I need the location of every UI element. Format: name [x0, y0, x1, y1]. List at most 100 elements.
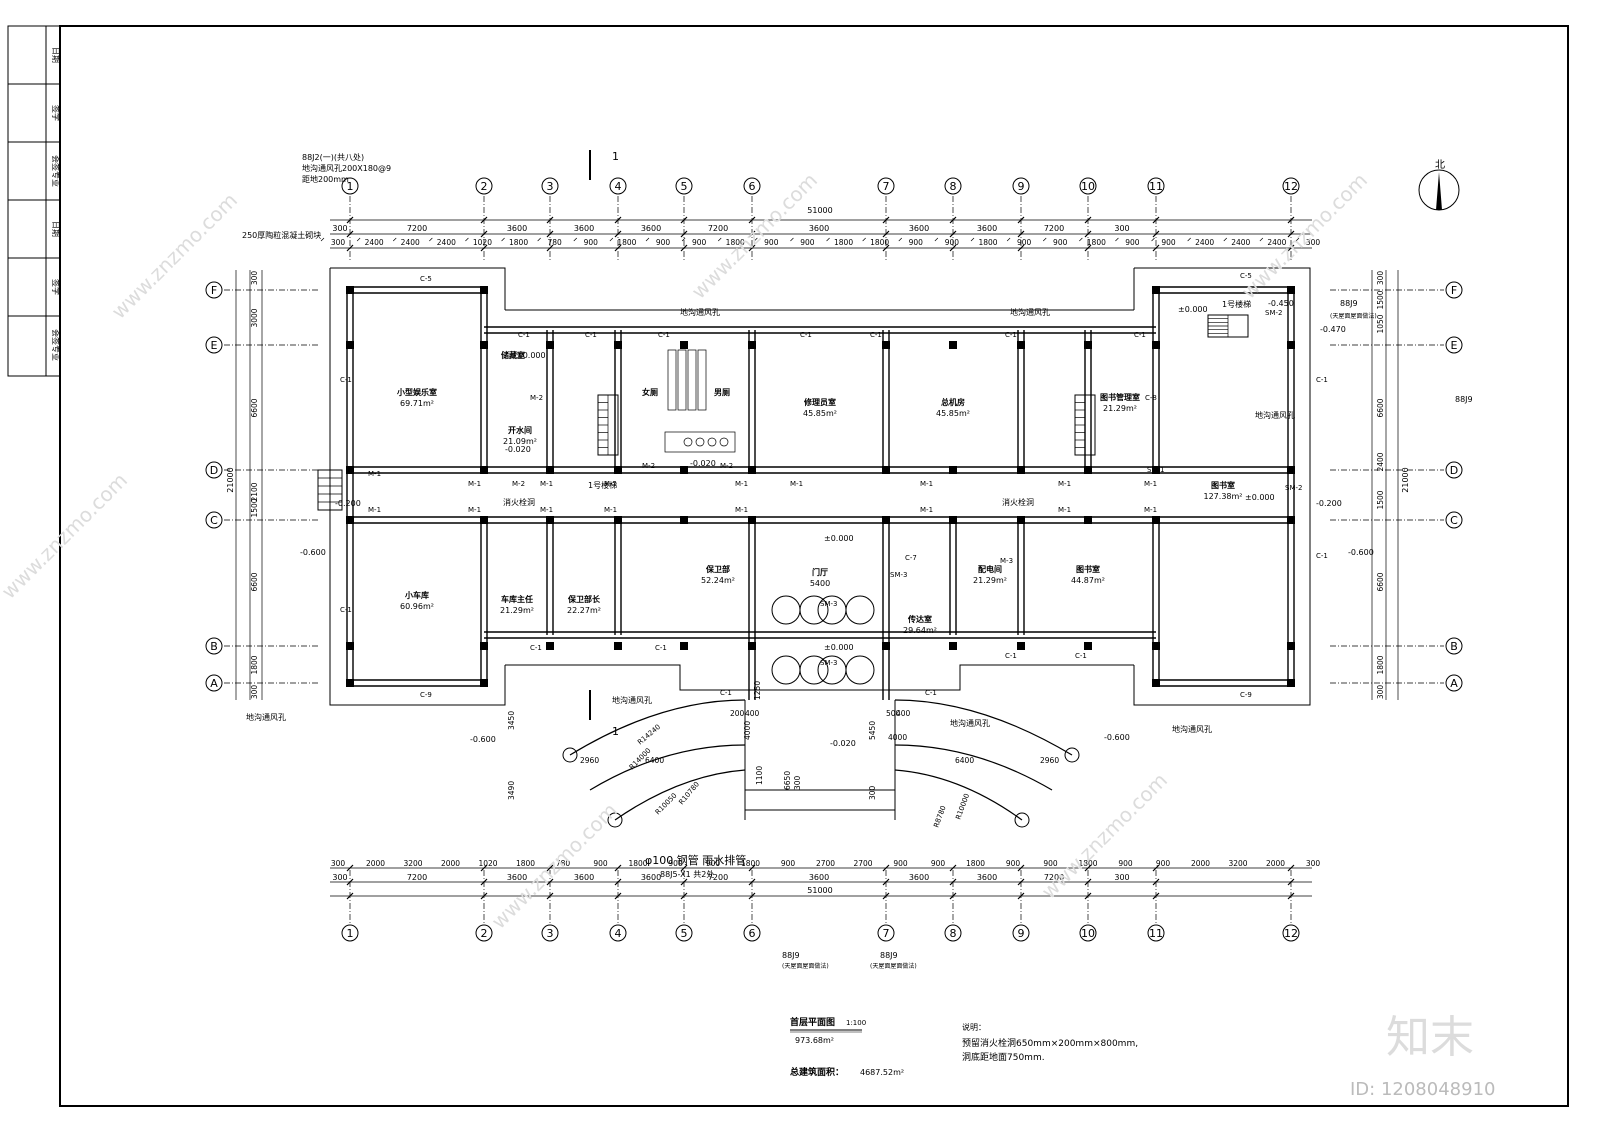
svg-text:男厕: 男厕 — [714, 388, 730, 397]
svg-text:配电间: 配电间 — [978, 564, 1002, 574]
front-dim: 400 — [745, 709, 760, 718]
door-window-tag: M-1 — [540, 506, 553, 514]
axis-bubble-col: 4 — [609, 924, 627, 942]
dim-top-sub: 1800 — [978, 238, 997, 247]
axis-bubble-row: F — [1445, 281, 1463, 299]
elev-label: -0.200 — [335, 499, 361, 508]
svg-text:6: 6 — [749, 180, 756, 193]
dim-bottom-seg: 300 — [1114, 873, 1129, 882]
ref-label: (天屋面屋面做法) — [782, 962, 829, 970]
door-window-tag: SM-3 — [890, 571, 907, 579]
door-window-tag: SM-2 — [1265, 309, 1282, 317]
dim-top-sub: 900 — [909, 238, 924, 247]
svg-text:2: 2 — [481, 180, 488, 193]
door-window-tag: M-1 — [604, 480, 617, 488]
svg-text:21.29m²: 21.29m² — [973, 576, 1007, 585]
door-window-tag: M-1 — [920, 480, 933, 488]
dim-bottom-sub: 1800 — [628, 859, 647, 868]
front-dim: 5450 — [868, 721, 877, 740]
dim-top-seg: 3600 — [809, 224, 829, 233]
dim-top-seg: 7200 — [1044, 224, 1064, 233]
front-dim: 200 — [730, 709, 745, 718]
dim-left: 300 — [250, 685, 259, 700]
elev-label: -0.450 — [1268, 299, 1294, 308]
dim-top-seg: 7200 — [708, 224, 728, 233]
annotations: 88J2(一)(共八处)地沟通风孔200X180@9距地200mm250厚陶粒混… — [242, 150, 1473, 970]
svg-text:5: 5 — [681, 180, 688, 193]
axis-bubble-row: E — [1445, 336, 1463, 354]
dim-top-sub: 900 — [945, 238, 960, 247]
dim-bottom-sub: 1800 — [966, 859, 985, 868]
svg-text:B: B — [210, 640, 218, 653]
dim-top-sub: 900 — [692, 238, 707, 247]
door-window-tag: M-2 — [642, 462, 655, 470]
svg-text:图书管理室: 图书管理室 — [1100, 392, 1140, 402]
dim-bottom-sub: 900 — [668, 859, 683, 868]
axis-bubble-col: 8 — [944, 177, 962, 195]
svg-text:9: 9 — [1018, 180, 1025, 193]
vent-label: 地沟通风孔 — [680, 307, 720, 317]
elev-label: -0.470 — [1320, 325, 1346, 334]
svg-text:车库主任: 车库主任 — [501, 594, 533, 604]
svg-text:F: F — [211, 284, 217, 297]
svg-text:1: 1 — [347, 180, 354, 193]
dim-right-total: 21000 — [1401, 467, 1410, 492]
svg-text:11: 11 — [1149, 927, 1163, 940]
dim-total-bottom: 51000 — [807, 886, 832, 895]
door-window-tag: M-1 — [368, 506, 381, 514]
dim-left: 3000 — [250, 308, 259, 327]
stair-label: 1号楼梯 — [588, 480, 617, 490]
door-window-tag: M-1 — [1144, 506, 1157, 514]
door-window-tag: C-1 — [925, 689, 937, 697]
door-window-tag: M-2 — [720, 462, 733, 470]
svg-text:5: 5 — [681, 927, 688, 940]
dim-bottom-sub: 300 — [1306, 859, 1321, 868]
front-dim: 6650 — [783, 771, 792, 790]
elev-label: -0.020 — [505, 445, 531, 454]
elev-label: -0.600 — [1104, 733, 1130, 742]
dim-top-seg: 300 — [1114, 224, 1129, 233]
front-dim: 2960 — [580, 756, 599, 765]
front-dim: 6400 — [955, 756, 974, 765]
door-window-tag: C-1 — [1316, 552, 1328, 560]
svg-text:8: 8 — [950, 180, 957, 193]
dim-bottom-sub: 900 — [1043, 859, 1058, 868]
dim-bottom-sub: 900 — [781, 859, 796, 868]
watermark-site-4: www.znzmo.com — [0, 468, 132, 604]
axis-bubble-row: C — [205, 511, 223, 529]
door-window-tag: C-7 — [905, 554, 917, 562]
dim-bottom-seg: 3600 — [574, 873, 594, 882]
axis-bubble-row: D — [205, 461, 223, 479]
door-window-tag: M-1 — [468, 480, 481, 488]
dim-top-sub: 1800 — [617, 238, 636, 247]
elev-label: -0.020 — [830, 739, 856, 748]
dim-bottom-sub: 1800 — [516, 859, 535, 868]
dim-top-sub: 1800 — [509, 238, 528, 247]
dim-top-sub: 780 — [548, 238, 563, 247]
axis-bubble-col: 9 — [1012, 177, 1030, 195]
dim-left-total: 21000 — [226, 467, 235, 492]
watermark-logo: 知末 — [1386, 1012, 1474, 1063]
svg-text:52.24m²: 52.24m² — [701, 576, 735, 585]
dim-right: 6600 — [1376, 398, 1385, 417]
svg-text:45.85m²: 45.85m² — [803, 409, 837, 418]
dim-top-sub: 1800 — [726, 238, 745, 247]
wall-note: 250厚陶粒混凝土砌块 — [242, 230, 321, 240]
ref-label: (天屋面屋面做法) — [1330, 312, 1377, 320]
ref-label: 88J9 — [1455, 395, 1473, 404]
dim-bottom-seg: 3600 — [507, 873, 527, 882]
vent-label: 地沟通风孔 — [950, 718, 990, 728]
front-dim: 4000 — [743, 721, 752, 740]
title-block-label: 会签专业 — [51, 329, 61, 361]
axis-bubble-col: 10 — [1079, 177, 1097, 195]
axis-bubble-col: 2 — [475, 924, 493, 942]
section-mark: 1 — [612, 725, 619, 738]
svg-text:F: F — [1451, 284, 1457, 297]
